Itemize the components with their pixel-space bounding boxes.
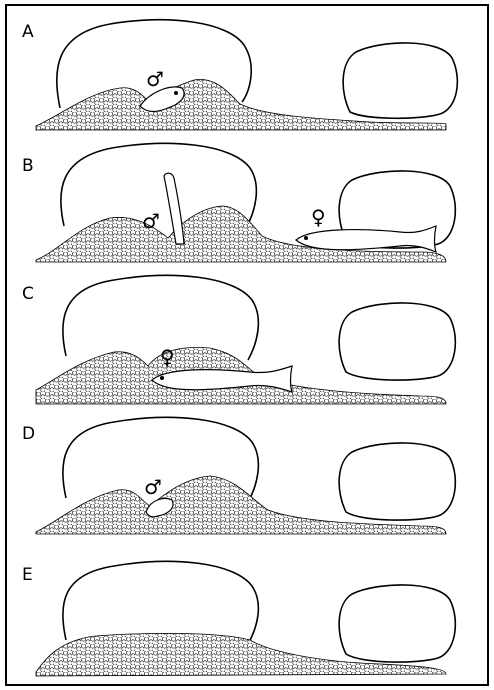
gravel-mound-e [36,633,446,676]
small-stone-e [339,585,455,662]
small-stone-a [343,43,457,118]
panel-label-a: A [22,22,34,42]
panel-e: E [22,561,455,676]
small-stone-d [339,443,455,520]
gravel-mound-d [36,476,446,534]
panel-d: D ♂ [22,417,455,534]
panel-c: C ♀ [22,275,455,404]
panel-label-d: D [22,424,35,444]
female-symbol-c: ♀ [160,345,175,369]
male-symbol-d: ♂ [144,475,162,499]
gravel-mound-a [36,79,446,130]
male-symbol-b: ♂ [142,209,160,233]
small-stone-c [339,303,455,380]
panel-b: B ♂ ♀ [22,143,455,262]
panel-label-e: E [22,565,33,585]
male-fish-b [164,173,184,244]
panel-a: A ♂ [22,20,457,130]
panel-label-c: C [22,284,34,304]
large-stone-e [63,561,259,644]
male-symbol-a: ♂ [146,67,164,91]
female-symbol-b: ♀ [311,205,326,229]
panel-label-b: B [22,156,34,176]
